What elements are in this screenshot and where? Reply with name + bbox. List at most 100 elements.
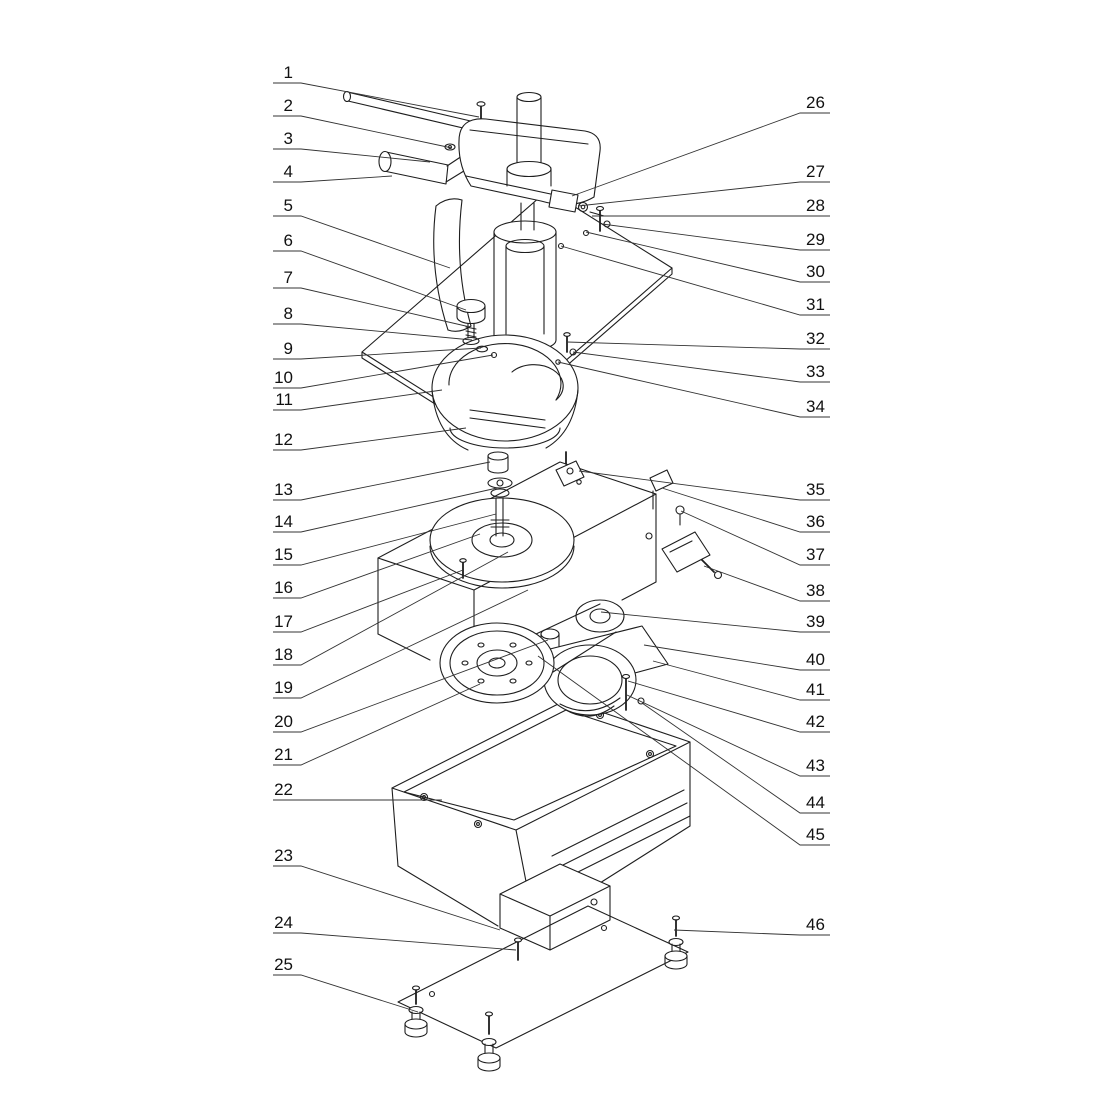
leader-line-23 xyxy=(273,865,501,931)
leader-line-29 xyxy=(601,223,830,251)
callout-number-46: 46 xyxy=(806,915,825,934)
callout-number-40: 40 xyxy=(806,650,825,669)
leader-line-9 xyxy=(273,347,482,360)
callout-number-43: 43 xyxy=(806,756,825,775)
callout-number-23: 23 xyxy=(274,846,293,865)
leader-line-42 xyxy=(627,680,830,733)
leader-line-3 xyxy=(273,148,431,163)
callout-number-9: 9 xyxy=(284,339,293,358)
leader-line-11 xyxy=(273,389,443,411)
callout-number-12: 12 xyxy=(274,430,293,449)
callout-number-42: 42 xyxy=(806,712,825,731)
leader-line-18 xyxy=(273,551,509,666)
leader-line-5 xyxy=(273,215,451,269)
callout-number-14: 14 xyxy=(274,512,293,531)
leader-line-43 xyxy=(626,694,830,777)
callout-number-25: 25 xyxy=(274,955,293,974)
leader-line-38 xyxy=(703,565,830,602)
callout-number-34: 34 xyxy=(806,397,825,416)
callout-number-20: 20 xyxy=(274,712,293,731)
leader-line-32 xyxy=(566,341,830,350)
leader-line-20 xyxy=(273,639,549,733)
base-plate xyxy=(397,905,689,1049)
leader-line-45 xyxy=(537,655,830,846)
callout-number-7: 7 xyxy=(284,268,293,287)
leader-line-16 xyxy=(273,533,481,599)
leader-line-24 xyxy=(273,932,517,951)
callout-number-45: 45 xyxy=(806,825,825,844)
callout-number-4: 4 xyxy=(284,162,293,181)
callout-number-41: 41 xyxy=(806,680,825,699)
callout-number-28: 28 xyxy=(806,196,825,215)
callout-number-6: 6 xyxy=(284,231,293,250)
foot-right xyxy=(664,915,688,970)
leader-line-13 xyxy=(273,461,491,501)
belt-drive xyxy=(439,599,669,717)
callout-number-5: 5 xyxy=(284,196,293,215)
callout-number-44: 44 xyxy=(806,793,825,812)
callout-number-35: 35 xyxy=(806,480,825,499)
callout-number-15: 15 xyxy=(274,545,293,564)
leader-line-4 xyxy=(273,175,393,183)
callout-number-39: 39 xyxy=(806,612,825,631)
cabinet-body xyxy=(391,699,691,961)
leader-line-15 xyxy=(273,513,497,566)
leader-line-35 xyxy=(578,470,830,501)
base-plate-assembly xyxy=(397,905,689,1072)
leader-line-26 xyxy=(571,112,830,197)
callout-number-31: 31 xyxy=(806,295,825,314)
leader-line-30 xyxy=(585,231,830,283)
shaft-bushings xyxy=(487,451,513,498)
callout-number-1: 1 xyxy=(284,63,293,82)
discharge-chute xyxy=(499,863,611,951)
leader-line-7 xyxy=(273,287,471,328)
callout-number-8: 8 xyxy=(284,304,293,323)
leader-line-40 xyxy=(643,644,830,671)
leader-line-1 xyxy=(273,82,480,118)
callout-number-32: 32 xyxy=(806,329,825,348)
foot-left xyxy=(404,985,428,1038)
foot-front xyxy=(477,1011,501,1072)
callout-number-10: 10 xyxy=(274,368,293,387)
leader-line-33 xyxy=(572,351,830,383)
cabinet-top-rim xyxy=(391,699,691,831)
leader-line-6 xyxy=(273,250,467,311)
machine-drawing xyxy=(342,90,723,1072)
callout-number-33: 33 xyxy=(806,362,825,381)
callout-number-27: 27 xyxy=(806,162,825,181)
callout-number-13: 13 xyxy=(274,480,293,499)
callout-number-29: 29 xyxy=(806,230,825,249)
leader-line-2 xyxy=(273,115,453,149)
callout-number-30: 30 xyxy=(806,262,825,281)
leader-line-25 xyxy=(273,974,419,1013)
piston-rod xyxy=(516,96,542,168)
leader-line-8 xyxy=(273,323,473,341)
leader-line-37 xyxy=(680,510,830,566)
callout-number-26: 26 xyxy=(806,93,825,112)
handle-assembly xyxy=(342,90,601,231)
leader-line-41 xyxy=(652,660,830,701)
callout-number-18: 18 xyxy=(274,645,293,664)
leader-line-19 xyxy=(273,589,529,699)
callout-number-2: 2 xyxy=(284,96,293,115)
leader-line-17 xyxy=(273,569,464,633)
callout-number-38: 38 xyxy=(806,581,825,600)
callout-number-11: 11 xyxy=(275,390,293,409)
callout-number-21: 21 xyxy=(274,745,293,764)
drive-shaft xyxy=(490,497,560,654)
callout-number-17: 17 xyxy=(274,612,293,631)
callout-number-37: 37 xyxy=(806,545,825,564)
callout-number-24: 24 xyxy=(274,913,293,932)
leader-line-44 xyxy=(641,702,830,814)
leader-line-14 xyxy=(273,487,498,533)
callout-layer: 1234567891011121314151617181920212223242… xyxy=(273,63,830,1013)
leader-line-21 xyxy=(273,683,481,766)
leader-line-27 xyxy=(577,181,830,207)
leader-line-10 xyxy=(273,354,494,389)
leader-line-46 xyxy=(673,929,830,936)
callout-number-16: 16 xyxy=(274,578,293,597)
leader-line-34 xyxy=(557,361,830,418)
callout-number-19: 19 xyxy=(274,678,293,697)
